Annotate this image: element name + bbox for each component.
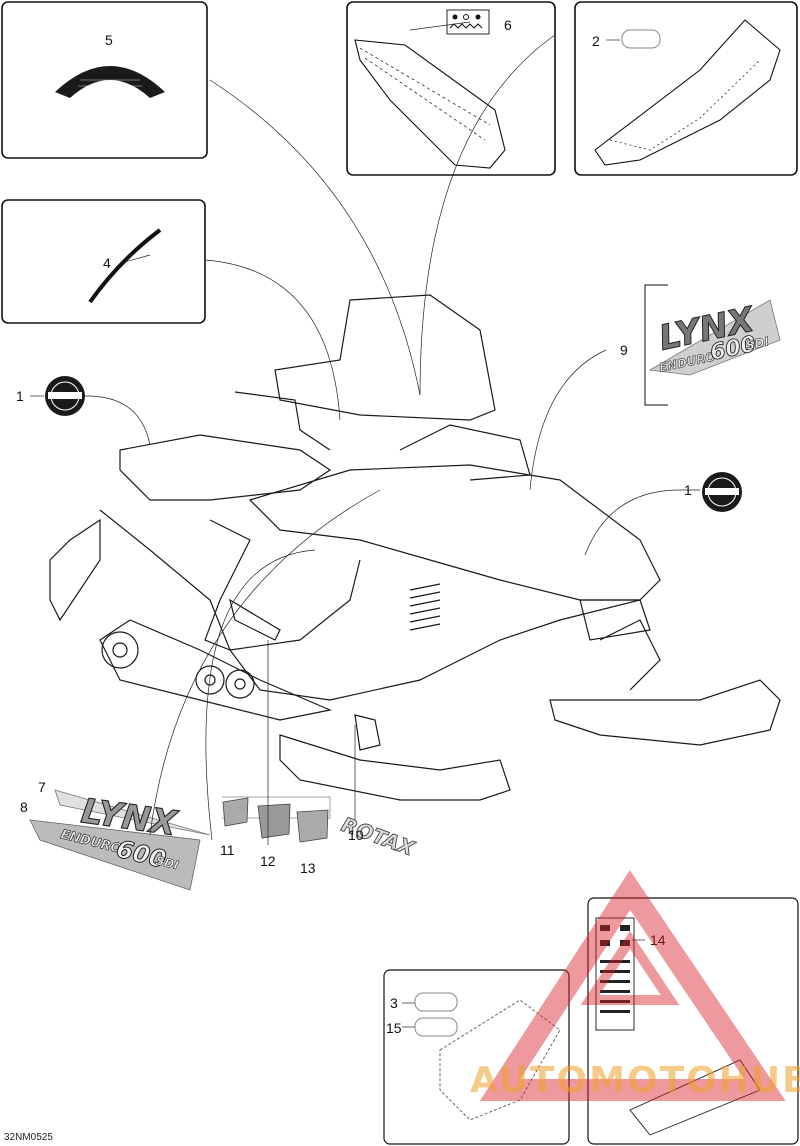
- seat-outline: [354, 39, 506, 169]
- callouts: 1 1 2 3 4 5 6 7 8 9 10 11 12 13 14 15: [16, 17, 692, 1036]
- decal-7-stripe: [54, 789, 211, 836]
- callout-3: 3: [390, 995, 398, 1011]
- inset-box-14: [587, 897, 799, 1145]
- callout-12: 12: [260, 853, 276, 869]
- decal-8-swoosh: [29, 819, 201, 891]
- decals-11-13-group: [222, 796, 331, 843]
- callout-13: 13: [300, 860, 316, 876]
- rear-flap-outline: [594, 19, 781, 166]
- callout-4: 4: [103, 255, 111, 271]
- figure-code: 32NM0525: [4, 1132, 53, 1143]
- inset-box-5: [1, 1, 208, 159]
- enduro-swoosh-decal-9: [648, 299, 781, 376]
- decal-8-sdi: SDI: [154, 853, 180, 872]
- callout-7: 7: [38, 779, 46, 795]
- callout-8: 8: [20, 799, 28, 815]
- callout-2: 2: [592, 33, 600, 49]
- callout-6: 6: [504, 17, 512, 33]
- snowmobile-outline: [49, 294, 781, 801]
- decal-13: [296, 809, 329, 843]
- inset-box-2: [574, 1, 798, 176]
- watermark-logo: [479, 870, 786, 1101]
- decal-7-8-group: LYNX ENDURO 600 SDI: [29, 789, 211, 891]
- inset-box-3-15: [383, 969, 570, 1145]
- blank-decal-15: [414, 1017, 458, 1037]
- inset-box-4: [1, 199, 206, 324]
- inset-box-9: LYNX ENDURO 600 SDI: [644, 284, 781, 406]
- badge-1-left: [45, 376, 85, 416]
- callout-10: 10: [348, 827, 364, 843]
- blank-decal-3: [414, 992, 458, 1012]
- leader-lines: [30, 21, 700, 1028]
- watermark-text: AUTOMOTOHUB: [470, 1060, 800, 1101]
- blank-decal-2: [621, 29, 661, 49]
- callout-1-right: 1: [684, 482, 692, 498]
- arc-warning-decal: [55, 66, 165, 98]
- callout-1-left: 1: [16, 388, 24, 404]
- callout-11: 11: [220, 842, 235, 858]
- badge-1-right: [702, 472, 742, 512]
- callout-9: 9: [620, 342, 628, 358]
- callout-14: 14: [650, 932, 666, 948]
- callout-15: 15: [386, 1020, 402, 1036]
- stripe-decal-4: [88, 228, 162, 304]
- decal-12: [257, 803, 291, 839]
- callout-5: 5: [105, 32, 113, 48]
- decal-9-sdi: SDI: [745, 334, 771, 353]
- decal-11: [222, 797, 249, 827]
- inset-box-6: [346, 1, 556, 176]
